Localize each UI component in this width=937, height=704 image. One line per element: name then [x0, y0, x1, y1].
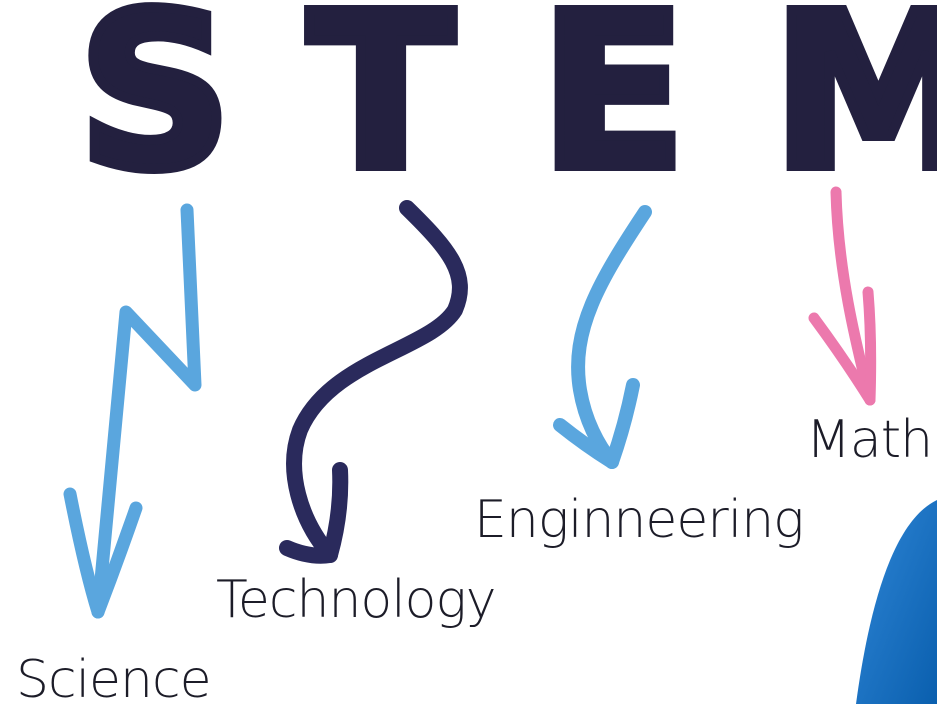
letter-e: E	[535, 0, 691, 217]
label-math: Math	[806, 410, 933, 470]
letter-m: M	[767, 0, 937, 217]
letter-s: S	[73, 0, 237, 217]
science-arrow-icon	[63, 203, 202, 619]
technology-arrow-icon	[279, 200, 468, 564]
math-arrow-icon	[808, 186, 877, 406]
blue-blob-shape	[856, 500, 937, 704]
label-engineering: Enginneering	[474, 490, 804, 550]
label-technology: Technology	[216, 570, 496, 630]
engineering-arrow-icon	[553, 205, 652, 469]
letter-t: T	[303, 0, 459, 217]
label-science: Science	[16, 650, 212, 704]
